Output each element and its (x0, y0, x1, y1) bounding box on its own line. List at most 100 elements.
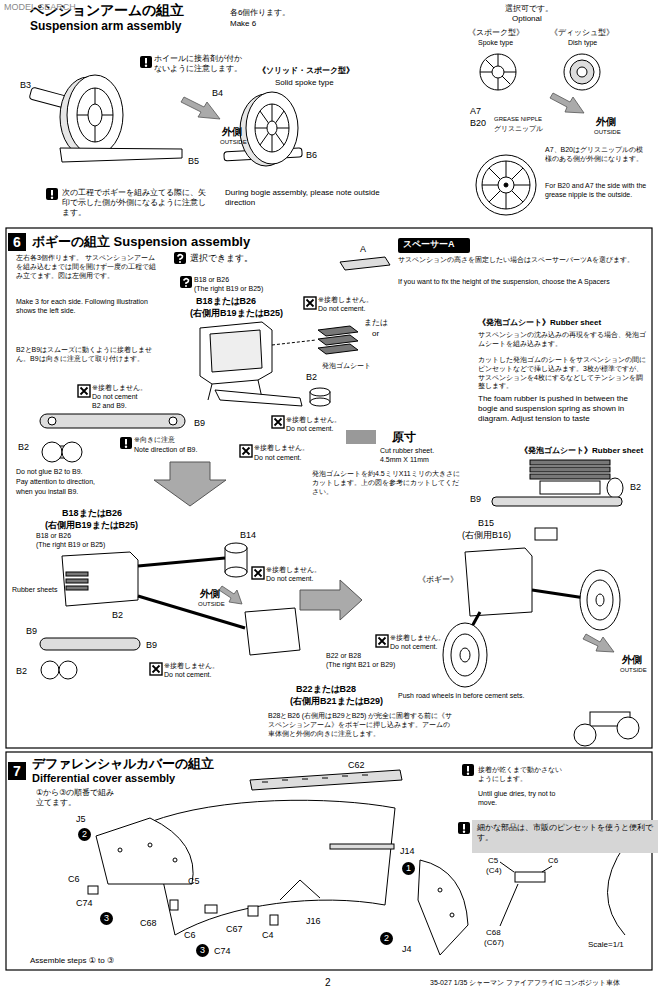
part-label: (右側用B19またはB25) (190, 308, 283, 319)
bogie-parts (492, 497, 622, 506)
caution-icon (125, 446, 127, 448)
part-label: C6 (548, 856, 558, 866)
option-icon (180, 276, 192, 288)
no-glue-icon (272, 416, 284, 428)
part-label: OUTSIDE (620, 667, 647, 675)
caution-icon (140, 56, 152, 68)
differential-cover (438, 888, 442, 892)
part-label: OUTSIDE (594, 129, 621, 137)
bogie-parts (318, 335, 358, 345)
part-label: Optional (512, 14, 542, 24)
part-label: B14 (240, 530, 256, 541)
wheel-b4 (255, 104, 289, 152)
part-label: Assemble steps ① to ③ (30, 956, 114, 966)
part-label: OUTSIDE (198, 601, 225, 609)
bogie-assembly (138, 558, 225, 566)
bogie-parts (530, 474, 610, 479)
part-label: Scale=1/1 (588, 940, 624, 950)
caution-icon (145, 58, 147, 64)
note-text: 次の工程でボギーを組み立てる際に、矢印で示した側が外側になるように注意します。 (62, 188, 212, 218)
option-wheels (577, 67, 587, 77)
bogie-parts (310, 398, 330, 406)
caution-icon (51, 190, 53, 196)
tip-box: 細かな部品は、市販のピンセットを使うと便利です。 (472, 820, 658, 853)
part-label: J16 (306, 916, 321, 927)
step-heading: 7 デファレンシャルカバーの組立Differential cover assemb… (8, 756, 214, 785)
part-label: (C4) (486, 866, 502, 876)
part-label: Do not cement. (164, 671, 211, 680)
part-label: B18 or B26 (194, 276, 229, 285)
bogie-assembly (596, 594, 604, 606)
note-text: B28とB26 (右側用はB29とB25) が完全に固着する前に《サスペンション… (268, 712, 453, 738)
heading-text: 細かな部品は、市販のピンセットを使うと便利です。 (477, 823, 657, 844)
part-label: B22 or B28 (326, 652, 361, 661)
part-label: グリスニップル (494, 125, 543, 134)
part-label: C4 (262, 930, 274, 941)
option-wheels (504, 183, 508, 187)
part-label: 原寸 (392, 430, 416, 445)
part-label: 発泡ゴムシート (322, 362, 371, 371)
part-label: ※接着しません。 (92, 384, 147, 393)
part-label: B3 (20, 80, 31, 91)
part-label: C62 (348, 760, 365, 771)
caution-icon (458, 822, 470, 834)
bogie-assembly (59, 661, 77, 679)
bogie-parts (346, 430, 376, 444)
differential-cover (250, 770, 402, 790)
step-number: 7 (8, 762, 26, 780)
part-label: B2 (306, 372, 317, 383)
outside-arrow (583, 634, 614, 652)
caution-icon (51, 197, 53, 199)
part-label: Do not glue B2 to B9. (16, 468, 83, 477)
heading-text: Differential cover assembly (32, 772, 214, 785)
step-heading: 6ボギーの組立 Suspension assembly (8, 233, 251, 251)
part-label: 《発泡ゴムシート》Rubber sheet (478, 318, 601, 328)
note-text: 左右各3個作ります。 サスペンションアームを組み込むまでは間を開けず一度の工程で… (16, 254, 156, 280)
caution-icon (462, 764, 474, 776)
note-text: Until glue dries, try not to move. (478, 790, 568, 808)
part-label: Do not cement. (266, 575, 313, 584)
differential-cover (88, 886, 98, 894)
part-label: または (364, 318, 388, 328)
note-text: 接着が乾くまで動かさないようにします。 (478, 766, 568, 784)
bogie-assembly (532, 590, 585, 598)
part-label: Do not cement. (390, 643, 437, 652)
option-wheels (480, 54, 516, 90)
part-label: 《スポーク型》 (468, 28, 524, 38)
note-text: サスペンションの沈み込みの再現をする場合、発泡ゴムシートを組み込みます。 (478, 331, 648, 349)
part-label: B9 (26, 626, 37, 637)
part-label: Note direction of B9. (134, 446, 197, 455)
no-glue-icon (240, 445, 252, 457)
part-label: B5 (188, 156, 199, 167)
heading-text: デファレンシャルカバーの組立 (32, 756, 214, 772)
differential-cover (450, 913, 454, 917)
bogie-parts (48, 417, 56, 425)
bogie-parts (318, 326, 358, 336)
part-label: ※接着しません。 (286, 416, 341, 425)
option-wheels (564, 54, 600, 90)
note-icon (46, 56, 474, 834)
bogie-parts (272, 340, 316, 345)
bogie-assembly (225, 543, 247, 553)
no-glue-icon (153, 666, 160, 673)
bogie-assembly (66, 586, 88, 590)
option-wheels (482, 161, 530, 209)
bogie-parts (62, 442, 82, 462)
bogie-assembly (66, 579, 88, 583)
part-label: B4 (212, 88, 223, 99)
part-label: B9 (194, 418, 205, 429)
part-label: C67 (226, 924, 243, 935)
caution-icon (467, 773, 469, 775)
no-glue-icon (81, 388, 88, 395)
bogie-assembly (574, 724, 596, 746)
callout-number: 3 (196, 944, 209, 957)
caution-icon (125, 439, 127, 445)
part-label: when you install B9. (16, 488, 78, 497)
option-wheels (482, 161, 530, 209)
bogie-parts (318, 344, 358, 354)
note-text: A7、B20はグリスニップルの模様のある側が外側になります。 (545, 146, 650, 164)
bogie-parts (42, 442, 62, 462)
note-text: ホイールに接着剤が付かないように注意します。 (154, 54, 249, 74)
option-icon (178, 255, 183, 260)
